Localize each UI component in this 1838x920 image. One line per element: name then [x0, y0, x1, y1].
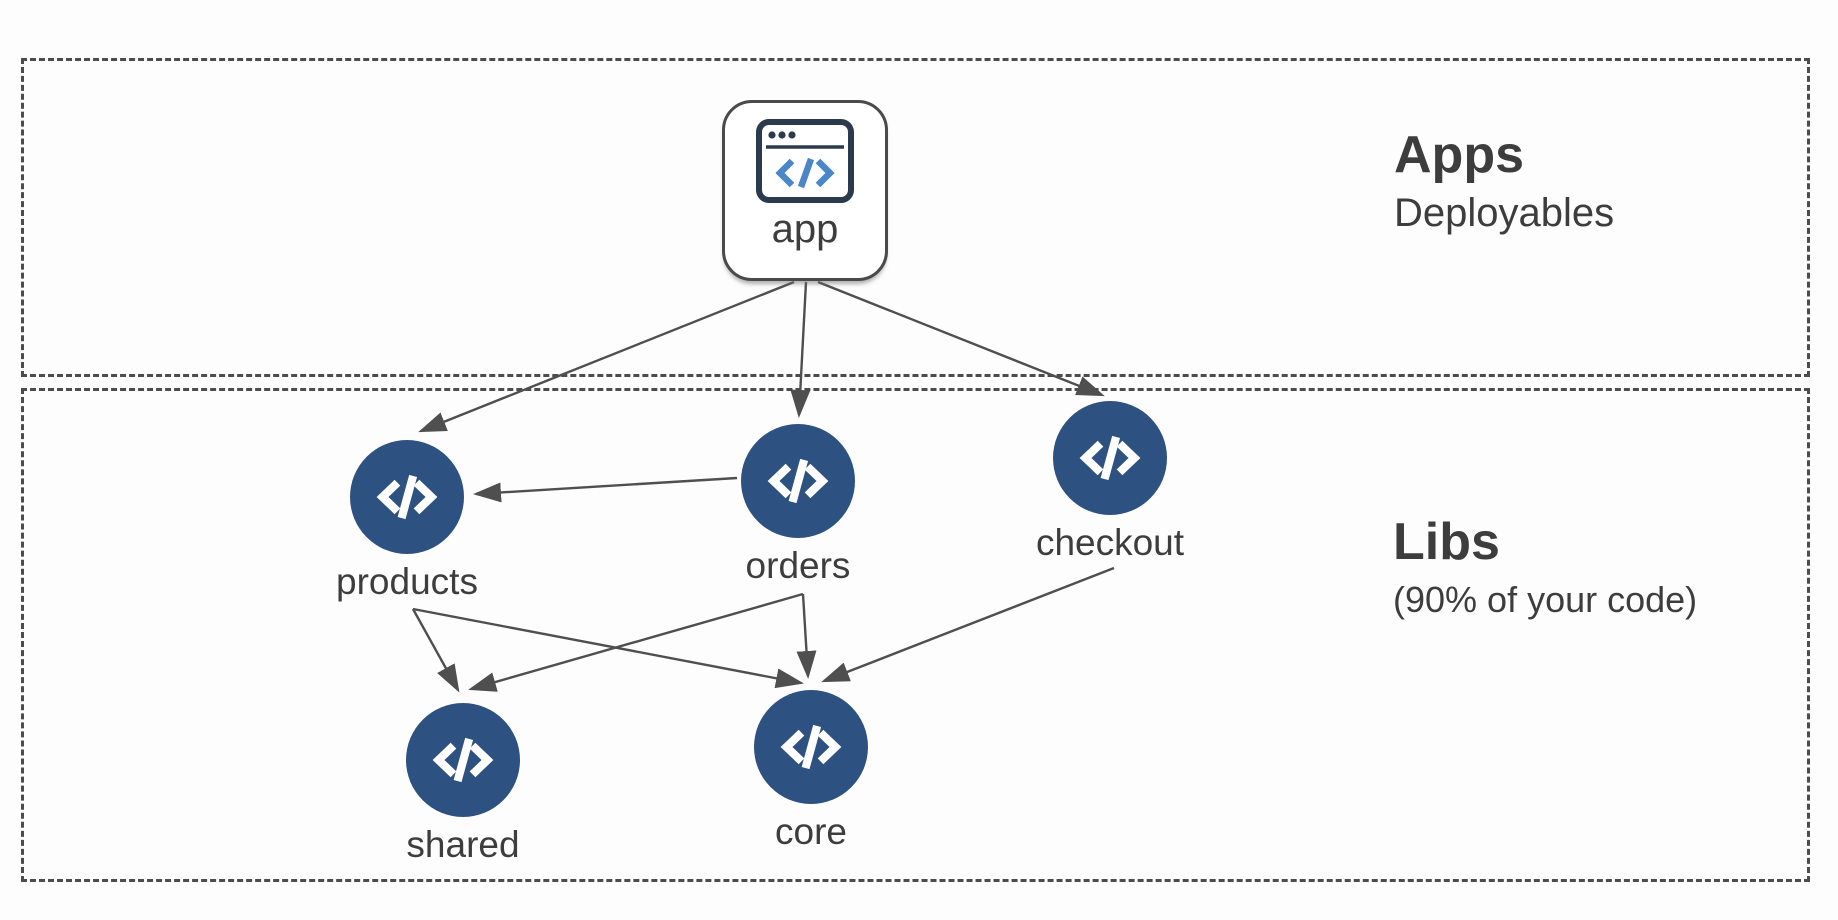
node-shared-label: shared — [406, 824, 520, 865]
node-core: core — [731, 690, 891, 853]
apps-region-title: Apps — [1394, 126, 1524, 184]
libs-region-title: Libs — [1393, 513, 1500, 571]
apps-region-subtitle: Deployables — [1394, 191, 1615, 236]
library-circle — [741, 424, 855, 538]
library-circle — [406, 703, 520, 817]
node-checkout: checkout — [1030, 401, 1190, 564]
code-icon — [376, 474, 438, 520]
apps-region-label: Apps Deployables — [1394, 125, 1614, 238]
node-core-label: core — [775, 811, 847, 852]
node-shared: shared — [383, 703, 543, 866]
library-circle — [350, 440, 464, 554]
libs-region-label: Libs (90% of your code) — [1393, 512, 1697, 622]
node-app-label: app — [771, 207, 839, 251]
library-circle — [754, 690, 868, 804]
node-checkout-label: checkout — [1035, 522, 1185, 563]
browser-window-icon — [756, 119, 854, 203]
libs-region-border — [21, 388, 1810, 882]
node-app: app — [722, 100, 888, 281]
libs-region-subtitle: (90% of your code) — [1393, 579, 1698, 621]
node-products-label: products — [336, 561, 478, 602]
code-icon — [767, 458, 829, 504]
library-circle — [1053, 401, 1167, 515]
code-icon — [432, 737, 494, 783]
node-orders-label: orders — [745, 545, 851, 586]
code-icon — [780, 724, 842, 770]
node-orders: orders — [718, 424, 878, 587]
node-products: products — [327, 440, 487, 603]
code-icon — [1079, 435, 1141, 481]
